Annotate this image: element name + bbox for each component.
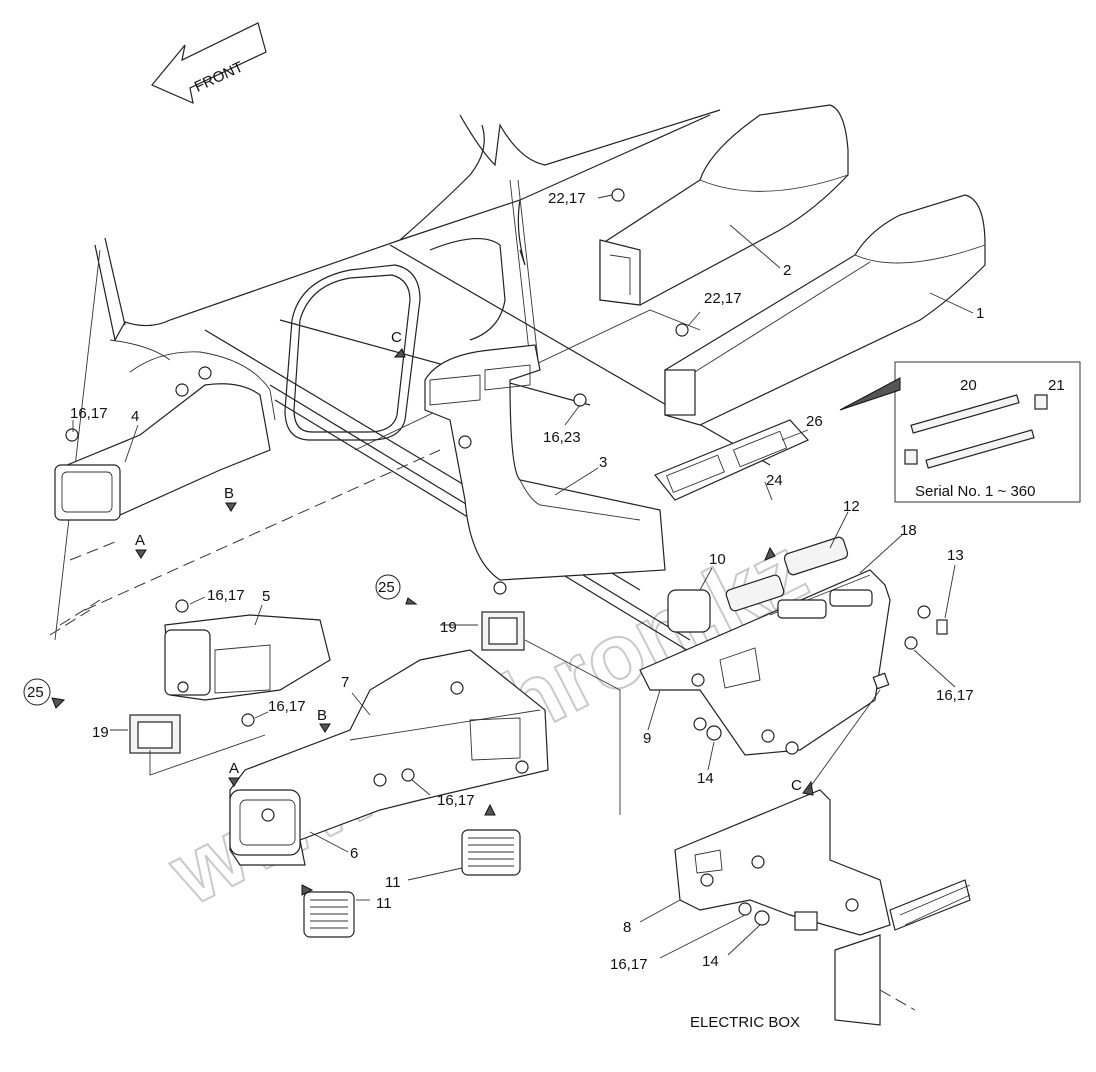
callout-6: 6 [350,845,358,862]
adapter-part-19-left [129,714,181,754]
duct-part-4 [54,383,271,521]
callout-4: 4 [131,408,139,425]
callout-25-mid: 25 [378,579,395,596]
callout-5: 5 [262,588,270,605]
callout-c-top: C [391,329,402,346]
callout-14-mid: 14 [697,770,714,787]
marker-arrows [51,348,814,896]
callout-16-17-right: 16,17 [936,687,974,704]
vent-part-12 [783,536,849,576]
duct-part-1 [664,194,986,426]
duct-part-2 [599,104,849,306]
callout-a-low: A [229,760,239,777]
duct-part-3 [424,344,666,581]
callout-12: 12 [843,498,860,515]
front-arrow-icon: FRONT [151,22,267,105]
callout-24: 24 [766,472,783,489]
callout-16-23: 16,23 [543,429,581,446]
callout-11-a: 11 [385,874,401,891]
callout-19-mid: 19 [440,619,457,636]
electric-box-label: ELECTRIC BOX [690,1014,800,1031]
callout-16-17-7: 16,17 [437,792,475,809]
duct-part-5 [164,614,331,701]
callout-3: 3 [599,454,607,471]
vent-part-24 [725,574,785,612]
inset-box: 20 21 Serial No. 1 ~ 360 [839,361,1081,503]
adapter-part-19-mid [481,611,525,651]
callout-22-17-mid: 22,17 [704,290,742,307]
callout-25-left: 25 [27,684,44,701]
callout-11-b: 11 [376,895,392,912]
callout-1: 1 [976,305,984,322]
duct-part-6-7 [229,649,549,866]
callout-16-17-6: 16,17 [268,698,306,715]
callout-9: 9 [643,730,651,747]
callout-8: 8 [623,919,631,936]
cap-part-10 [667,589,711,633]
callout-2: 2 [783,262,791,279]
inset-label-20: 20 [960,377,977,394]
panel-part-9-18 [639,569,891,756]
callout-14-bottom: 14 [702,953,719,970]
callout-18: 18 [900,522,917,539]
callout-22-17-top: 22,17 [548,190,586,207]
leader-lines [72,194,974,959]
callout-b-low: B [317,707,327,724]
callout-16-17-5: 16,17 [207,587,245,604]
callout-labels: 22,17 2 22,17 1 C 16,17 4 16,23 3 26 24 … [23,190,984,1031]
inset-caption: Serial No. 1 ~ 360 [915,483,1036,500]
callout-a-left: A [135,532,145,549]
panel-part-8 [674,789,971,1026]
callout-19-left: 19 [92,724,109,741]
fasteners [65,188,948,926]
callout-c-low: C [791,777,802,794]
inset-label-21: 21 [1048,377,1065,394]
callout-7: 7 [341,674,349,691]
grill-part-11-a [461,829,521,876]
callout-26: 26 [806,413,823,430]
callout-16-17-left: 16,17 [70,405,108,422]
callout-16-17-bottom: 16,17 [610,956,648,973]
callout-10: 10 [709,551,726,568]
vent-part-26 [654,419,809,501]
callout-b-left: B [224,485,234,502]
grill-part-11-b [303,891,355,938]
callout-13: 13 [947,547,964,564]
